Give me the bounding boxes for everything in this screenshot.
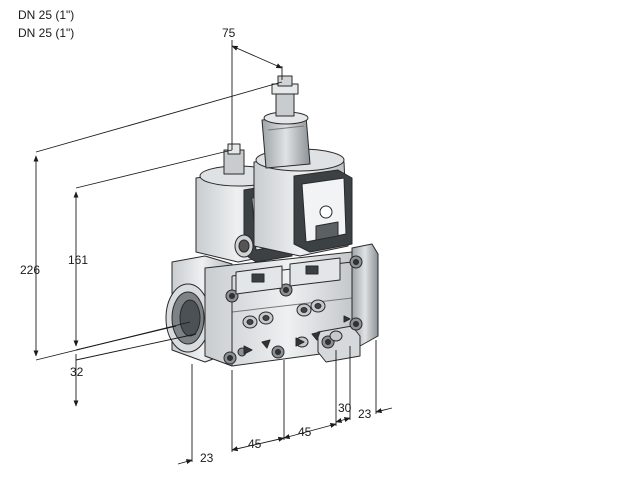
- dim-outlet-block: 30: [338, 401, 352, 415]
- dim-actuator-height: 161: [68, 253, 88, 267]
- size-label-1: DN 25 (1"): [18, 8, 75, 22]
- dim-overall-height: 226: [20, 263, 40, 277]
- dim-module-pitch-1: 45: [248, 437, 262, 451]
- dimension-lines: [33, 40, 393, 465]
- size-label-2: DN 25 (1"): [18, 26, 75, 40]
- dim-outlet-offset: 23: [358, 407, 372, 421]
- valve-illustration: [165, 75, 379, 367]
- test-points: [242, 299, 343, 348]
- dim-base-offset: 32: [70, 365, 84, 379]
- dim-module-pitch-2: 45: [298, 425, 312, 439]
- connector-plates: [235, 257, 341, 295]
- dimension-labels: 75 226 161 32 23 45 45 30 23: [20, 26, 372, 465]
- right-actuator: [253, 75, 353, 257]
- flow-arrows: [243, 315, 351, 355]
- dim-inlet-offset: 23: [200, 451, 214, 465]
- dim-top-width: 75: [222, 26, 236, 40]
